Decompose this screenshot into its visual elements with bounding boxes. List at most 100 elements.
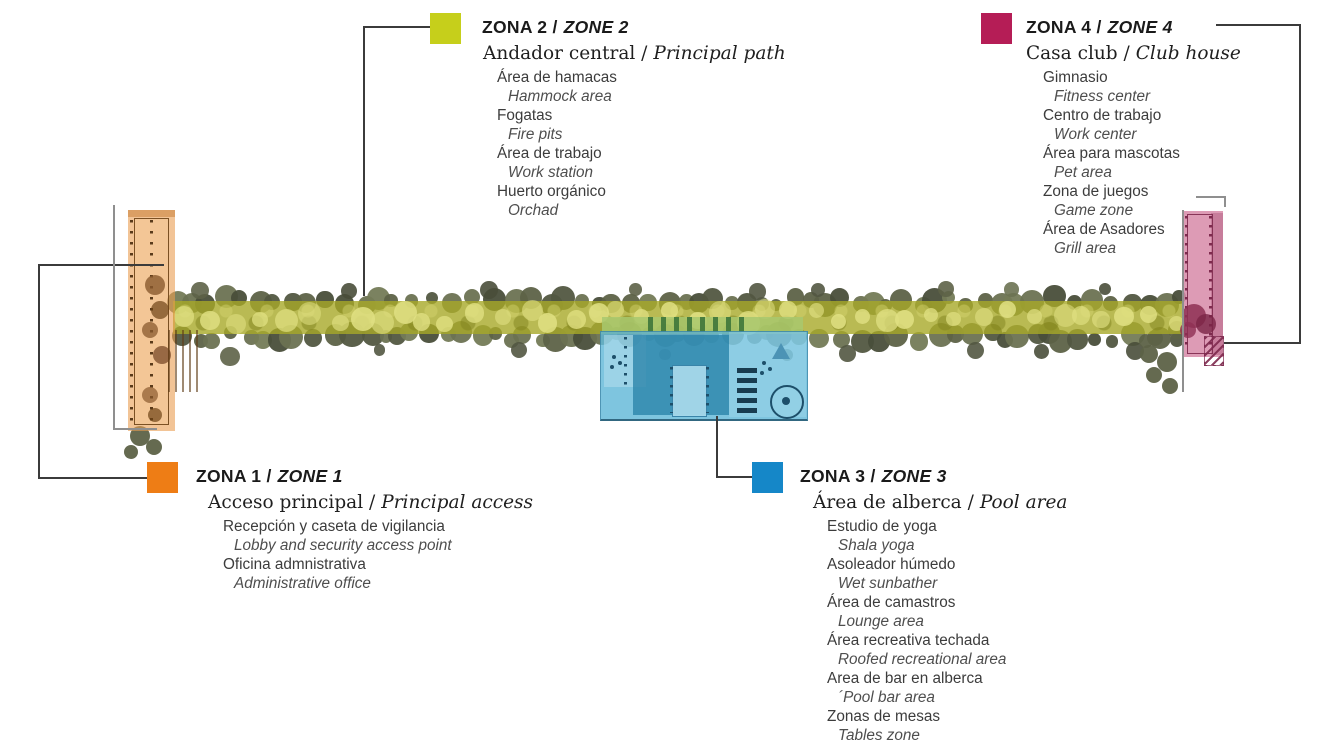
item-en: Lounge area	[838, 613, 924, 630]
zone1-subtitle: Acceso principal /Principal access	[208, 490, 533, 515]
item-es: Asoleador húmedo	[827, 556, 956, 573]
zone2-title-en: ZONE 2	[563, 17, 629, 37]
item-es: Zona de juegos	[1043, 183, 1149, 200]
item-en: Grill area	[1054, 240, 1117, 257]
zone3-callout: ZONA 3 /ZONE 3 Área de alberca /Pool are…	[752, 462, 1067, 745]
pool-deck-ticks	[624, 337, 627, 385]
canopy-highlight	[1114, 307, 1134, 327]
tree-blob	[1162, 378, 1178, 394]
zone1-vegetation-blob	[142, 322, 158, 338]
canopy-highlight	[436, 315, 453, 333]
item-en: Pet area	[1054, 164, 1112, 181]
zone1-subtitle-es: Acceso principal /	[208, 492, 376, 513]
zone1-color-swatch	[147, 462, 178, 493]
tree-blob	[1139, 334, 1153, 348]
zone1-vegetation-blob	[148, 408, 162, 422]
list-item: Area de bar en alberca´Pool bar area	[827, 669, 1067, 707]
pool-table-dot	[612, 355, 616, 359]
canopy-highlight	[464, 303, 485, 323]
canopy-highlight	[754, 299, 775, 320]
zone4-building-ticks	[1185, 216, 1188, 350]
pool-table-dot	[760, 371, 764, 375]
item-es: Gimnasio	[1043, 69, 1108, 86]
zone1-building	[128, 210, 208, 440]
tree-blob	[833, 331, 851, 349]
zone3-title: ZONA 3 /ZONE 3	[800, 462, 1067, 490]
item-en: Wet sunbather	[838, 575, 938, 592]
canopy-highlight	[1092, 310, 1111, 329]
zone1-title: ZONA 1 /ZONE 1	[196, 462, 533, 490]
pool-pergola-bars	[648, 317, 748, 332]
canopy-highlight	[923, 307, 939, 323]
zone3-subtitle-es: Área de alberca /	[813, 492, 974, 513]
item-en: Tables zone	[838, 727, 920, 744]
item-es: Recepción y caseta de vigilancia	[223, 518, 445, 535]
tree-blob	[1146, 367, 1162, 383]
zone2-title-es: ZONA 2 /	[482, 17, 558, 37]
zone4-building	[1180, 210, 1228, 366]
zone1-building-ticks	[150, 220, 153, 422]
tree-blob	[1067, 329, 1088, 350]
zone4-stair-ladder	[1204, 336, 1224, 366]
canopy-highlight	[808, 302, 824, 318]
pool-triangle-feature	[772, 343, 790, 359]
zone1-vegetation-blob	[142, 387, 158, 403]
zone4-callout: ZONA 4 /ZONE 4 Casa club /Club house Gim…	[981, 13, 1241, 258]
item-en: Work station	[508, 164, 594, 181]
item-es: Huerto orgánico	[497, 183, 606, 200]
zone1-vegetation-blob	[145, 275, 165, 295]
tree-blob	[967, 341, 985, 360]
zone3-title-en: ZONE 3	[881, 466, 947, 486]
tree-blob	[341, 283, 358, 300]
canopy-highlight	[975, 307, 993, 326]
canopy-highlight	[831, 314, 846, 330]
item-es: Área para mascotas	[1043, 145, 1180, 162]
tree-blob	[124, 445, 138, 459]
tree-blob	[1004, 282, 1019, 297]
tree-blob	[1098, 283, 1111, 296]
tree-blob	[839, 345, 856, 362]
zone4-title-en: ZONE 4	[1107, 17, 1173, 37]
zone1-hatch-structure	[168, 330, 200, 392]
tree-blob	[1105, 335, 1119, 348]
canopy-highlight	[1071, 306, 1091, 325]
tree-blob	[220, 346, 240, 366]
canopy-highlight	[778, 300, 797, 319]
zone4-subtitle: Casa club /Club house	[1026, 41, 1241, 66]
item-en: Work center	[1054, 126, 1137, 143]
zone2-title: ZONA 2 /ZONE 2	[482, 13, 786, 41]
canopy-highlight	[200, 310, 220, 331]
canopy-highlight	[1053, 304, 1078, 328]
zone1-leader-line	[38, 477, 148, 479]
zone2-leader-line	[363, 26, 365, 296]
item-en: Hammock area	[508, 88, 612, 105]
zone1-callout: ZONA 1 /ZONE 1 Acceso principal /Princip…	[147, 462, 533, 593]
canopy-highlight	[225, 313, 246, 334]
item-en: Game zone	[1054, 202, 1134, 219]
zone1-building-ticks	[130, 220, 133, 422]
canopy-highlight	[252, 311, 269, 328]
zone3-title-es: ZONA 3 /	[800, 466, 876, 486]
tree-blob	[1125, 342, 1144, 361]
item-es: Área de hamacas	[497, 69, 617, 86]
zone2-text: ZONA 2 /ZONE 2 Andador central /Principa…	[482, 13, 786, 220]
tree-blob	[1087, 333, 1101, 347]
canopy-highlight	[661, 301, 679, 319]
item-es: Área de camastros	[827, 594, 956, 611]
